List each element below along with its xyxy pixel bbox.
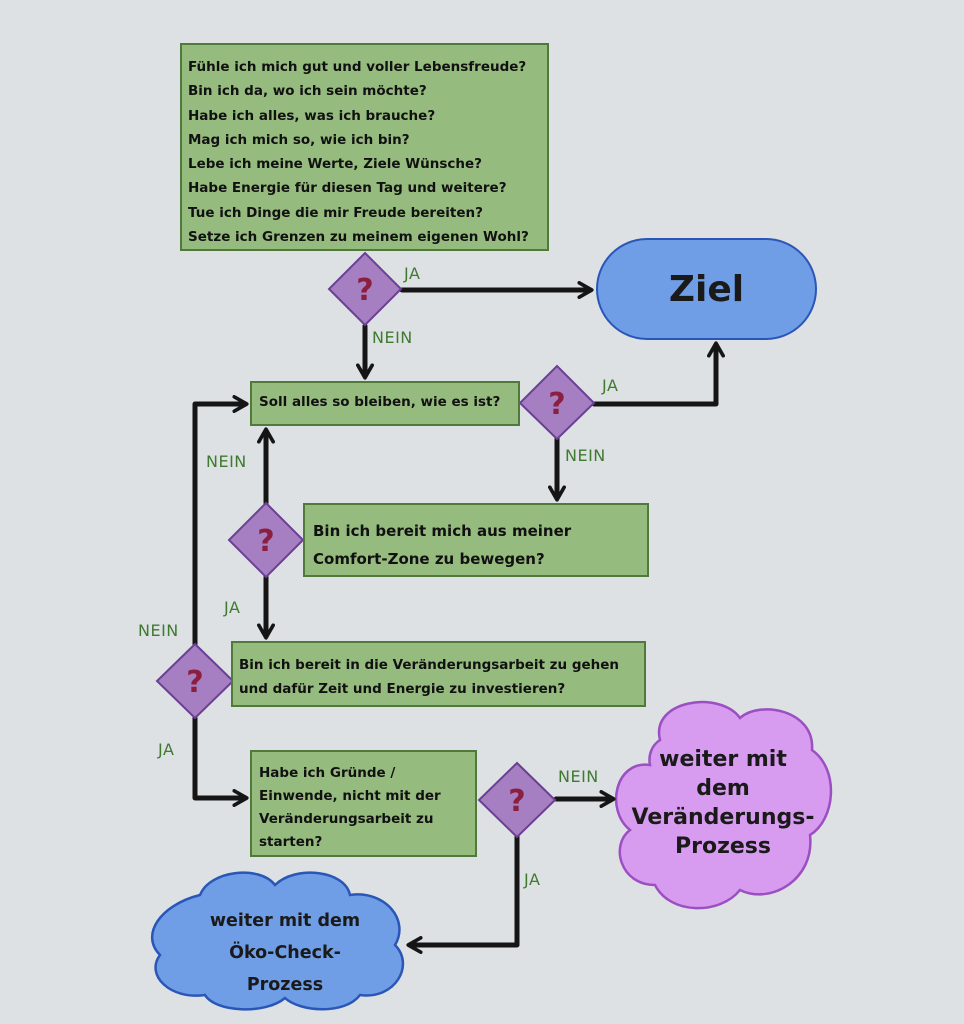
box4-line: und dafür Zeit und Energie zu investiere… — [239, 681, 566, 697]
cloud-blue-line: weiter mit dem — [209, 911, 361, 931]
label-ja-2: JA — [602, 376, 619, 395]
goal-node: Ziel — [596, 238, 817, 340]
box-veraenderungsarbeit: Bin ich bereit in die Veränderungsarbeit… — [231, 641, 646, 707]
box2-text: Soll alles so bleiben, wie es ist? — [259, 394, 501, 410]
box-comfort-zone: Bin ich bereit mich aus meiner Comfort-Z… — [303, 503, 649, 577]
question-mark-1: ? — [356, 273, 373, 308]
label-ja-5: JA — [524, 870, 541, 889]
arrow-nein-box4-loop — [192, 395, 249, 647]
decision-diamond-4 — [155, 642, 235, 720]
cloud-blue-line: Öko-Check- — [229, 943, 341, 963]
cloud-oeko-check-prozess — [150, 871, 405, 1011]
question-mark-2: ? — [548, 387, 565, 422]
label-nein-1: NEIN — [372, 328, 413, 347]
label-nein-2: NEIN — [565, 446, 606, 465]
cloud-blue-line: Prozess — [246, 975, 324, 995]
question-line: Tue ich Dinge die mir Freude bereiten? — [188, 204, 483, 221]
box4-line: Bin ich bereit in die Veränderungsarbeit… — [239, 657, 620, 673]
question-line: Habe ich alles, was ich brauche? — [188, 107, 436, 124]
cloud-purple-line: weiter mit — [659, 747, 787, 772]
arrow-ja-box2-to-ziel — [591, 341, 725, 407]
label-nein-4: NEIN — [138, 621, 179, 640]
cloud-purple-label: weiter mit dem Veränderungs- Prozess — [628, 745, 818, 861]
label-ja-4: JA — [158, 740, 175, 759]
question-mark-3: ? — [257, 524, 274, 559]
decision-diamond-1 — [327, 251, 403, 327]
cloud-purple-line: Veränderungs- — [631, 805, 815, 830]
box-self-check-questions: Fühle ich mich gut und voller Lebensfreu… — [180, 43, 549, 251]
box5-line: Veränderungsarbeit zu — [259, 811, 434, 827]
question-line: Fühle ich mich gut und voller Lebensfreu… — [188, 59, 527, 75]
question-line: Habe Energie für diesen Tag und weitere? — [188, 180, 507, 197]
decision-diamond-2 — [518, 364, 596, 441]
box-gruende-einwende: Habe ich Gründe / Einwende, nicht mit de… — [250, 750, 477, 857]
box5-line: starten? — [259, 834, 323, 850]
question-line: Setze ich Grenzen zu meinem eigenen Wohl… — [188, 229, 529, 246]
cloud-purple-line: Prozess — [674, 834, 771, 859]
label-ja-1: JA — [404, 264, 421, 283]
question-line: Bin ich da, wo ich sein möchte? — [188, 83, 427, 100]
box3-line: Comfort-Zone zu bewegen? — [313, 550, 545, 568]
label-nein-3: NEIN — [206, 452, 247, 471]
question-line: Mag ich mich so, wie ich bin? — [188, 131, 410, 148]
question-mark-4: ? — [186, 665, 203, 700]
box3-line: Bin ich bereit mich aus meiner — [313, 522, 572, 540]
cloud-veraenderungs-prozess — [614, 700, 833, 910]
cloud-blue-label: weiter mit dem Öko-Check- Prozess — [175, 905, 395, 1001]
question-mark-5: ? — [508, 784, 525, 819]
box5-line: Habe ich Gründe / — [259, 765, 396, 781]
box-soll-alles-bleiben: Soll alles so bleiben, wie es ist? — [250, 381, 520, 426]
box5-line: Einwende, nicht mit der — [259, 788, 441, 804]
cloud-purple-line: dem — [696, 776, 750, 801]
label-ja-3: JA — [224, 598, 241, 617]
goal-label: Ziel — [668, 268, 745, 310]
arrow-ja-to-oeko — [406, 832, 520, 954]
label-nein-5: NEIN — [558, 767, 599, 786]
decision-diamond-3 — [227, 501, 305, 579]
decision-diamond-5 — [477, 761, 557, 839]
question-line: Lebe ich meine Werte, Ziele Wünsche? — [188, 156, 483, 173]
arrow-ja-to-box5 — [192, 715, 249, 807]
